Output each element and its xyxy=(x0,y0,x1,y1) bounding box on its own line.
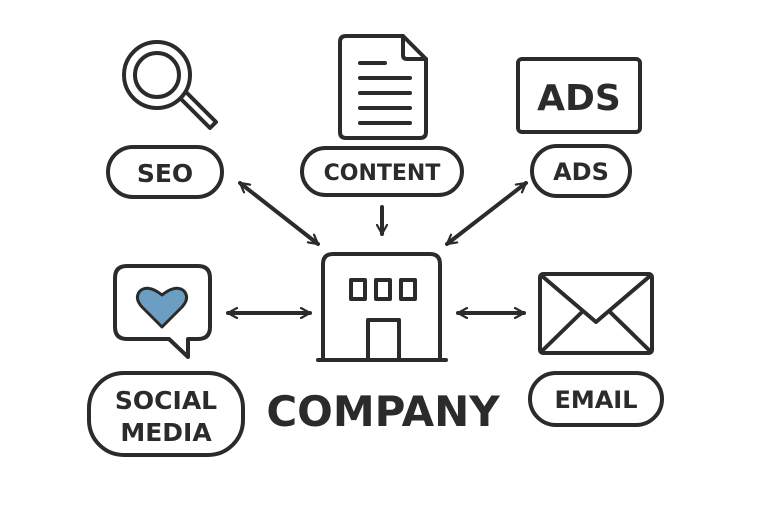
ads-company-arrow xyxy=(445,181,528,246)
ads-board-text: ADS xyxy=(537,78,621,119)
social-label-line2: MEDIA xyxy=(120,418,212,447)
ads-board-icon: ADS xyxy=(516,57,642,134)
envelope-icon xyxy=(538,272,654,355)
seo-label: SEO xyxy=(137,159,193,188)
company-node: COMPANY xyxy=(266,252,500,436)
chat-heart-icon xyxy=(113,264,212,359)
ads-node: ADS ADS xyxy=(516,57,642,198)
email-pill xyxy=(528,371,664,427)
ads-label: ADS xyxy=(553,158,609,186)
seo-node: SEO xyxy=(106,40,224,199)
social-label-line1: SOCIAL xyxy=(115,386,217,415)
magnifier-icon xyxy=(122,40,218,130)
seo-pill xyxy=(106,145,224,199)
heart-icon xyxy=(135,286,189,329)
connectors xyxy=(226,181,528,313)
document-icon xyxy=(338,34,428,140)
content-label: CONTENT xyxy=(324,161,441,186)
content-node: CONTENT xyxy=(300,34,464,197)
email-label: EMAIL xyxy=(554,386,637,414)
company-label: COMPANY xyxy=(266,387,500,436)
email-node: EMAIL xyxy=(528,272,664,427)
social-node: SOCIAL MEDIA xyxy=(87,264,245,457)
ads-pill xyxy=(530,144,632,198)
building-icon xyxy=(316,252,448,362)
social-pill xyxy=(87,371,245,457)
seo-company-arrow xyxy=(238,181,320,246)
content-pill xyxy=(300,146,464,197)
